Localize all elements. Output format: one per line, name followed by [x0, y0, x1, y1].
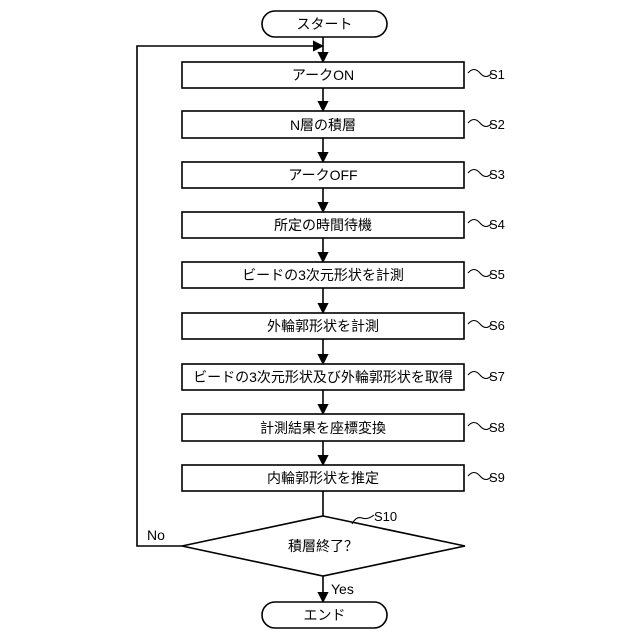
step-s6-label: 外輪郭形状を計測	[267, 318, 379, 334]
step-s3-label: アークOFF	[288, 167, 357, 183]
start-label: スタート	[297, 16, 353, 32]
step-s9-id: S9	[489, 470, 505, 485]
step-s4: 所定の時間待機 S4	[182, 212, 505, 238]
step-s2-label: N層の積層	[290, 117, 356, 133]
decision-label: 積層終了？	[288, 538, 358, 554]
step-s9: 内輪郭形状を推定 S9	[182, 465, 505, 491]
step-s2: N層の積層 S2	[182, 111, 505, 138]
no-label: No	[147, 527, 165, 543]
step-s3: アークOFF S3	[182, 162, 505, 188]
decision-s10: 積層終了？ S10	[182, 509, 465, 576]
step-s4-label: 所定の時間待機	[274, 217, 372, 233]
step-s1-id: S1	[489, 67, 505, 82]
step-s7-label: ビードの3次元形状及び外輪郭形状を取得	[193, 369, 453, 385]
step-s8: 計測結果を座標変換 S8	[182, 414, 505, 441]
step-s6: 外輪郭形状を計測 S6	[182, 313, 505, 339]
step-s8-label: 計測結果を座標変換	[260, 420, 386, 436]
step-s2-id: S2	[489, 117, 505, 132]
step-s5-id: S5	[489, 267, 505, 282]
step-s5: ビードの3次元形状を計測 S5	[182, 262, 505, 288]
step-s1: アークON S1	[182, 62, 505, 88]
step-s7-id: S7	[489, 369, 505, 384]
step-s1-label: アークON	[292, 67, 354, 83]
end-label: エンド	[304, 607, 346, 623]
step-s4-id: S4	[489, 217, 505, 232]
yes-label: Yes	[331, 581, 354, 597]
step-s3-id: S3	[489, 167, 505, 182]
decision-id: S10	[374, 509, 397, 524]
step-s9-label: 内輪郭形状を推定	[267, 470, 379, 486]
step-s7: ビードの3次元形状及び外輪郭形状を取得 S7	[182, 364, 505, 390]
step-s8-id: S8	[489, 420, 505, 435]
step-s6-id: S6	[489, 318, 505, 333]
step-s5-label: ビードの3次元形状を計測	[242, 267, 404, 283]
end-terminal: エンド	[262, 602, 387, 628]
start-terminal: スタート	[262, 11, 387, 37]
